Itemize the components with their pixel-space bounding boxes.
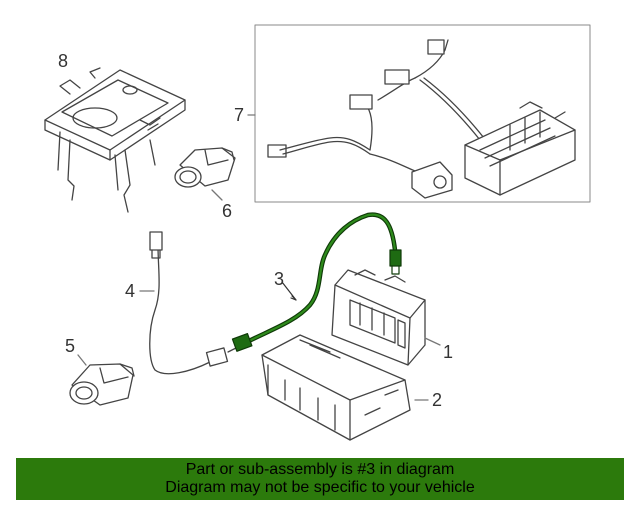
callout-1: 1 bbox=[443, 342, 454, 362]
callout-4: 4 bbox=[125, 281, 136, 301]
banner-line-1: Part or sub-assembly is #3 in diagram bbox=[185, 461, 455, 478]
part-6-sensor bbox=[174, 147, 236, 201]
part-7-frame bbox=[254, 24, 591, 203]
callout-2: 2 bbox=[432, 390, 443, 410]
info-banner: Part or sub-assembly is #3 in diagram Di… bbox=[16, 458, 624, 500]
part-3-harness bbox=[231, 212, 402, 352]
callout-6: 6 bbox=[222, 201, 233, 221]
banner-line-2: Diagram may not be specific to your vehi… bbox=[165, 479, 475, 496]
callout-3: 3 bbox=[274, 269, 285, 289]
part-1-module bbox=[331, 269, 441, 366]
part-5-sensor bbox=[69, 354, 135, 406]
part-2-bracket bbox=[261, 334, 429, 441]
callout-8: 8 bbox=[58, 51, 69, 71]
part-8-module bbox=[44, 67, 186, 213]
callout-7: 7 bbox=[234, 105, 245, 125]
callout-5: 5 bbox=[65, 336, 76, 356]
part-4-cable bbox=[139, 231, 237, 375]
part-7-camera-harness bbox=[267, 39, 576, 199]
